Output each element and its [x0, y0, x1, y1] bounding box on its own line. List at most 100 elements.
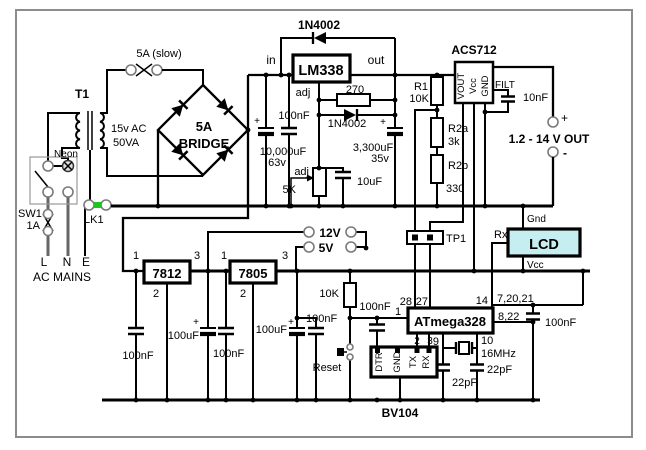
cap-100nF2-7812-label: 100nF	[213, 348, 244, 360]
secondary-voltage-label: 15v AC	[111, 123, 147, 135]
junction-dot	[164, 397, 170, 403]
junction-dot	[580, 268, 586, 274]
earth-label: E	[82, 255, 90, 269]
testpoint-tp1	[406, 230, 444, 245]
junction-dot	[520, 268, 526, 274]
bridge-diode-icon	[171, 99, 189, 117]
cap-100uF-7805-plus: +	[288, 317, 294, 328]
pot-value-label: 5K	[283, 184, 297, 196]
resistor-r2b	[430, 154, 444, 184]
junction-dot	[133, 268, 139, 274]
cap-3300uF-voltage: 35v	[371, 153, 389, 165]
cap-10000uF-label: 10,000uF	[260, 146, 307, 158]
secondary-rating-label: 50VA	[113, 137, 140, 149]
junction-dot	[440, 397, 446, 403]
atmega328-box	[406, 306, 495, 335]
junction-dot	[434, 72, 440, 78]
reg-7805-pin3: 3	[282, 250, 288, 262]
pot-wiper-arrow-icon	[307, 174, 314, 182]
lcd-section: LCD Gnd Vcc Rx	[491, 206, 582, 308]
junction-dot	[288, 203, 294, 209]
junction-dot	[530, 319, 536, 325]
reg-7812-pin3: 3	[194, 250, 200, 262]
cap-3300uF-plus: +	[380, 117, 386, 128]
cap-10000uF-voltage: 63v	[268, 157, 286, 169]
junction-dot	[223, 268, 229, 274]
acs712-label: ACS712	[451, 43, 497, 57]
line-fuse-label: 1A	[27, 220, 41, 232]
junction-dot	[205, 397, 211, 403]
switch-box	[29, 156, 78, 205]
bridge-diode-icon	[216, 98, 234, 116]
resistor-10k-pullup	[343, 282, 357, 308]
neutral-label: N	[63, 255, 72, 269]
protection-diode-label: 1N4002	[298, 18, 340, 32]
earth-link-label: LK1	[84, 214, 104, 226]
power-headers: 12V 5V	[207, 226, 367, 271]
pin-in-label: in	[266, 53, 275, 67]
cap-10000uF-plus: +	[254, 116, 260, 127]
junction-dot	[434, 107, 440, 113]
ac-input-section: 5A (slow) T1 15v AC 50VA Neon SW1 1A L N…	[18, 48, 204, 284]
pot-adj-label: adj	[294, 166, 309, 178]
r2b-value: 330	[446, 183, 464, 195]
junction-dot	[363, 245, 369, 251]
junction-dot	[316, 165, 322, 171]
earth-link-icon	[93, 202, 102, 208]
r2b-label: R2b	[448, 160, 468, 172]
reg-7805-pin1: 1	[221, 250, 227, 262]
junction-dot	[294, 315, 300, 321]
bridge-rectifier: 5A BRIDGE	[156, 83, 250, 206]
adj-diode-label: 1N4002	[328, 118, 367, 130]
output-minus-label: -	[563, 146, 567, 160]
output-range-label: 1.2 - 14 V OUT	[509, 132, 590, 146]
cap-22pF-right-label: 22pF	[487, 364, 512, 376]
junction-dot	[347, 397, 353, 403]
junction-dots	[133, 72, 586, 403]
lcd-rx-label: Rx	[494, 229, 508, 241]
acs712-pin-vcc: Vcc	[468, 78, 479, 94]
acs712-pin-vout: VOUT	[456, 73, 467, 100]
junction-dot	[278, 72, 284, 78]
junction-dot	[263, 72, 269, 78]
lcd-gnd-label: Gnd	[527, 214, 546, 225]
bridge-diode-icon	[216, 144, 234, 162]
acs712-box	[453, 60, 495, 105]
junction-dot	[294, 397, 300, 403]
mcu-gnd-pins-label: 8,22	[498, 311, 519, 323]
output-plus-label: +	[561, 111, 568, 125]
resistor-r1	[430, 76, 444, 106]
junction-dot	[263, 203, 269, 209]
filt-pin-label: FILT	[495, 80, 515, 91]
cap-22pF-left-label: 22pF	[452, 377, 477, 389]
junction-dot	[392, 203, 398, 209]
junction-dot	[482, 203, 488, 209]
junction-dot	[205, 268, 211, 274]
cap-100uF-7812-plus: +	[193, 317, 199, 328]
cap-10nF-label: 10nF	[523, 92, 548, 104]
tp1-label: TP1	[446, 233, 466, 245]
lcd-box	[506, 227, 582, 258]
lcd-vcc-label: Vcc	[527, 260, 544, 271]
junction-dot	[313, 397, 319, 403]
line-label: L	[41, 255, 48, 269]
reg-7805-pin2: 2	[240, 288, 246, 300]
mcu-pin27-label: 27	[416, 296, 428, 308]
bridge-label-1: 5A	[196, 119, 213, 134]
junction-dot	[374, 315, 380, 321]
junction-dot	[294, 268, 300, 274]
junction-dot	[392, 97, 398, 103]
reset-label: Reset	[313, 362, 342, 374]
junction-dot	[392, 112, 398, 118]
cap-100nF-7805-label: 100nF	[306, 313, 337, 325]
transformer-symbol	[75, 111, 105, 150]
current-sensor-section: ACS712 VOUT Vcc GND FILT 10nF	[429, 43, 548, 308]
lm338-box	[291, 53, 352, 84]
mcu-pin9-label: 9	[433, 336, 439, 348]
mcu-pin28-label: 28	[400, 296, 412, 308]
atmega328-label: ATmega328	[414, 314, 486, 329]
reg-7812-pin1: 1	[133, 250, 139, 262]
pin-out-label: out	[368, 53, 385, 67]
junction-dot	[286, 72, 292, 78]
